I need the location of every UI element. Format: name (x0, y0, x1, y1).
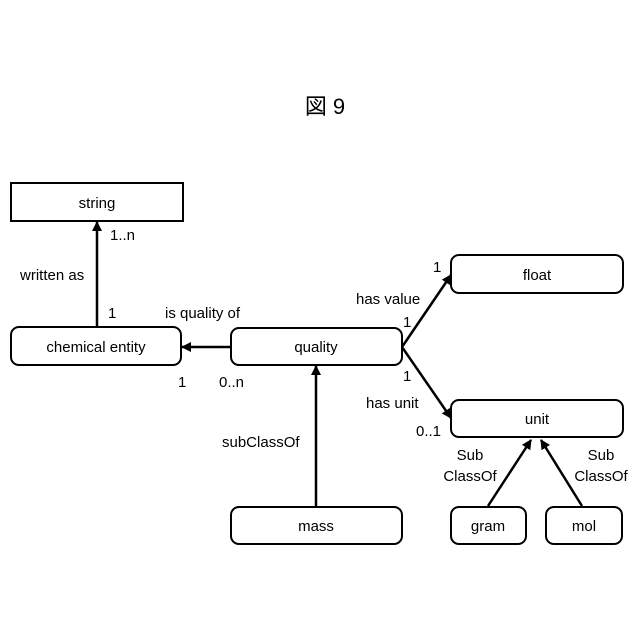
node-string-label: string (79, 195, 116, 212)
mass-subclass-of-label: subClassOf (222, 434, 300, 451)
node-mass: mass (231, 507, 402, 544)
node-string: string (11, 183, 183, 221)
written-as-label: written as (19, 267, 84, 284)
node-quality: quality (231, 328, 402, 365)
has-value-source-multiplicity: 1 (403, 314, 411, 331)
mol-subclass-of-label-line-1: Sub (588, 447, 615, 464)
node-gram: gram (451, 507, 526, 544)
written-as-target-multiplicity: 1..n (110, 227, 135, 244)
has-value-label: has value (356, 291, 420, 308)
written-as-source-multiplicity: 1 (108, 305, 116, 322)
is-quality-of-label: is quality of (165, 305, 241, 322)
has-unit-source-multiplicity: 1 (403, 368, 411, 385)
mol-subclass-of-label-line-2: ClassOf (574, 468, 628, 485)
node-float: float (451, 255, 623, 293)
is-quality-of-target-multiplicity: 1 (178, 374, 186, 391)
is-quality-of-source-multiplicity: 0..n (219, 374, 244, 391)
figure-label: 図 9 (305, 94, 345, 119)
node-mass-label: mass (298, 518, 334, 535)
node-unit: unit (451, 400, 623, 437)
node-quality-label: quality (294, 339, 338, 356)
gram-subclass-of-label-line-1: Sub (457, 447, 484, 464)
has-unit-target-multiplicity: 0..1 (416, 423, 441, 440)
node-gram-label: gram (471, 518, 505, 535)
node-mol-label: mol (572, 518, 596, 535)
edge-has-value (402, 275, 451, 347)
node-float-label: float (523, 267, 552, 284)
has-value-target-multiplicity: 1 (433, 259, 441, 276)
node-chemical-entity-label: chemical entity (46, 339, 146, 356)
node-chemical-entity: chemical entity (11, 327, 181, 365)
has-unit-label: has unit (366, 395, 419, 412)
node-unit-label: unit (525, 411, 550, 428)
gram-subclass-of-label-line-2: ClassOf (443, 468, 497, 485)
node-mol: mol (546, 507, 622, 544)
